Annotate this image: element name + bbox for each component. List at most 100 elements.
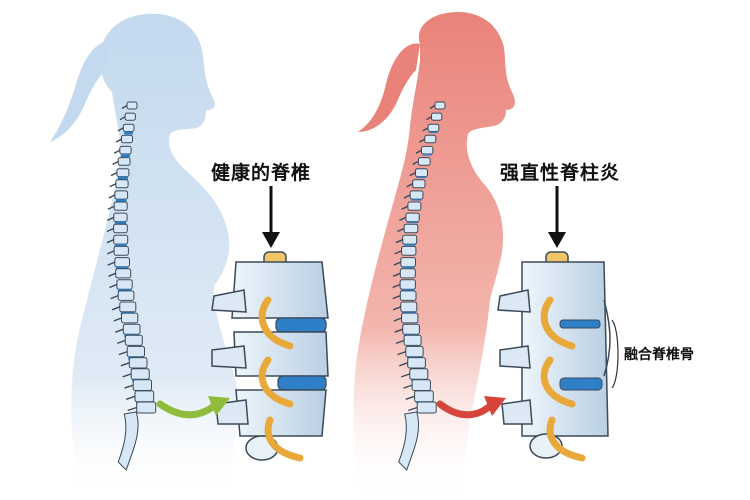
vertebra-spinous-process <box>109 183 117 188</box>
healthy-vertebrae-detail <box>211 251 329 462</box>
vertebra-spinous-process <box>399 362 408 367</box>
vertebra <box>401 245 417 256</box>
vertebra <box>114 257 131 268</box>
intervertebral-disc <box>416 176 427 179</box>
vertebra-spinous-process <box>108 272 116 277</box>
healthy-spine-column <box>106 101 157 471</box>
vertebra <box>417 157 431 166</box>
intervertebral-disc <box>114 221 127 225</box>
vertebra <box>115 268 132 279</box>
vertebra-spinous-process <box>110 171 118 177</box>
intervertebral-disc <box>401 311 416 314</box>
intervertebral-disc <box>403 244 416 246</box>
vertebra-spinous-process <box>120 362 130 367</box>
vertebra-spinous-process <box>394 250 402 255</box>
vertebra <box>128 357 148 369</box>
vertebra-spinous-process <box>392 283 401 289</box>
vertebra-spinous-process <box>392 272 401 277</box>
vertebra <box>116 279 133 290</box>
intervertebral-disc <box>117 176 128 180</box>
vertebra-spinous-process <box>113 149 121 154</box>
vertebra-spinous-process <box>125 395 136 400</box>
vertebra <box>402 234 418 245</box>
vertebra-spinous-process <box>109 283 118 289</box>
vertebra <box>121 312 139 324</box>
intervertebral-disc <box>401 266 415 269</box>
vertebra <box>115 179 129 189</box>
vertebra-spinous-process <box>399 216 407 222</box>
vertebra <box>414 390 434 403</box>
vertebra-spinous-process <box>397 350 407 356</box>
vertebra <box>399 268 416 279</box>
vertebra-spinous-process <box>393 317 402 322</box>
healthy-silhouette <box>50 13 239 500</box>
vertebra <box>405 345 424 358</box>
ankylosing-spine-column <box>392 101 446 471</box>
vertebra-spinous-process <box>406 183 414 188</box>
vertebra-spinous-process <box>403 384 413 389</box>
vertebra <box>136 401 157 414</box>
vertebra-spinous-process <box>118 350 128 356</box>
vertebra <box>113 212 128 223</box>
vertebra-spinous-process <box>121 104 128 110</box>
vertebra-spinous-process <box>401 205 409 210</box>
intervertebral-disc <box>429 131 438 133</box>
vertebra-spinous-process <box>113 317 122 322</box>
healthy-zoom-arrow <box>156 396 230 419</box>
intervertebral-disc <box>114 244 127 248</box>
vertebra-spinous-process <box>107 205 115 210</box>
vertebra <box>401 312 419 324</box>
vertebra-spinous-process <box>110 294 119 300</box>
ankylosing-spine-label: 强直性脊柱炎 <box>500 162 621 184</box>
vertebra-spinous-process <box>119 116 126 121</box>
vertebra-spinous-process <box>392 294 401 300</box>
vertebra <box>114 190 129 200</box>
vertebra <box>403 223 419 234</box>
vertebra <box>132 379 152 391</box>
vertebra-spinous-process <box>124 384 134 389</box>
vertebra-spinous-process <box>426 116 432 121</box>
vertebra-spinous-process <box>395 339 405 345</box>
vertebra <box>124 112 136 121</box>
ankylosing-vertebrae-detail <box>497 251 611 462</box>
vertebra-spinous-process <box>392 306 402 311</box>
vertebra <box>399 290 417 301</box>
vertebra-spinous-process <box>111 306 121 311</box>
intervertebral-disc <box>115 266 129 270</box>
vertebra <box>121 134 133 144</box>
vertebra <box>416 401 437 414</box>
vertebra <box>421 145 434 155</box>
vertebra-spinous-process <box>106 227 114 233</box>
vertebra-spinous-process <box>412 160 419 166</box>
vertebra <box>407 201 422 211</box>
sacrum <box>398 411 420 471</box>
vertebra <box>411 379 431 391</box>
vertebra <box>405 212 420 223</box>
vertebra <box>113 201 128 211</box>
vertebra <box>119 145 132 155</box>
vertebra-spinous-process <box>407 406 418 412</box>
vertebra-spinous-process <box>400 373 411 378</box>
vertebra <box>403 334 422 346</box>
vertebra <box>113 223 128 234</box>
vertebra-spinous-process <box>107 261 116 266</box>
vertebra <box>113 245 129 256</box>
vertebra <box>117 290 135 301</box>
vertebra <box>409 368 429 380</box>
vertebra-spinous-process <box>106 239 114 244</box>
vertebra <box>400 301 418 313</box>
vertebra <box>124 334 143 346</box>
vertebra-spinous-process <box>415 149 422 154</box>
vertebra <box>117 157 131 166</box>
vertebra <box>113 234 129 245</box>
vertebra <box>126 345 145 358</box>
ankylosing-silhouette <box>353 12 515 500</box>
vertebra-spinous-process <box>429 104 436 110</box>
intervertebral-disc <box>401 289 415 291</box>
vertebra <box>424 134 437 144</box>
vertebra-spinous-process <box>422 127 429 132</box>
vertebra <box>126 101 138 110</box>
ankylosing-down-arrow <box>548 186 566 248</box>
fused-vertebrae-label: 融合脊椎骨 <box>624 347 694 363</box>
ankylosing-zoom-arrow <box>436 396 506 419</box>
